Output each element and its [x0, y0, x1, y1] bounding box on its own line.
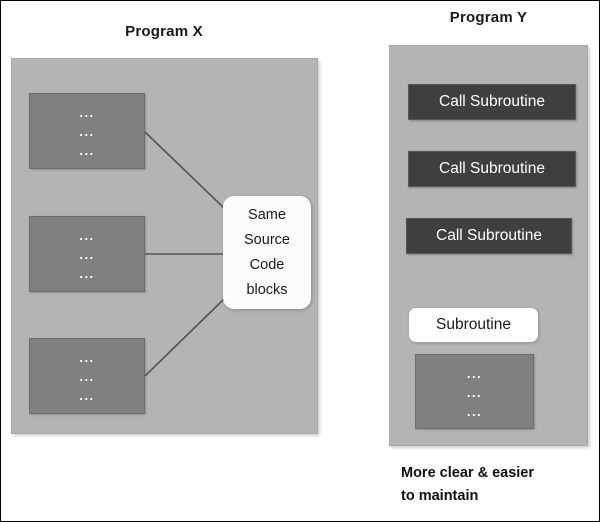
- caption-line-2: to maintain: [401, 488, 479, 504]
- program-y-caption: More clear & easier to maintain: [401, 462, 596, 508]
- callout-line-2: Source: [244, 231, 290, 248]
- dots-row: ...: [79, 368, 95, 384]
- program-x-code-block-1: ... ... ...: [29, 93, 145, 169]
- program-x-code-block-2: ... ... ...: [29, 216, 145, 292]
- program-y-title: Program Y: [449, 9, 528, 26]
- dots-row: ...: [466, 384, 483, 400]
- subroutine-label-box: Subroutine: [409, 308, 538, 342]
- callout-line-1: Same: [248, 206, 286, 223]
- dots-row: ...: [79, 349, 95, 365]
- callout-line-4: blocks: [246, 281, 288, 298]
- dots-row: ...: [79, 123, 95, 139]
- callout-line-3: Code: [249, 256, 285, 273]
- program-x-code-block-3: ... ... ...: [29, 338, 145, 414]
- dots-row: ...: [79, 246, 95, 262]
- call-subroutine-bar-1: Call Subroutine: [408, 84, 576, 120]
- subroutine-body-block: ... ... ...: [415, 354, 534, 429]
- dots-row: ...: [79, 388, 95, 404]
- call-subroutine-bar-3: Call Subroutine: [406, 218, 572, 254]
- dots-row: ...: [466, 365, 483, 381]
- dots-row: ...: [466, 403, 483, 419]
- caption-line-1: More clear & easier: [401, 465, 534, 481]
- dots-row: ...: [79, 143, 95, 159]
- dots-row: ...: [79, 266, 95, 282]
- call-subroutine-bar-2: Call Subroutine: [408, 151, 576, 187]
- dots-row: ...: [79, 104, 95, 120]
- dots-row: ...: [79, 227, 95, 243]
- same-source-code-callout: Same Source Code blocks: [223, 196, 311, 309]
- program-x-title: Program X: [125, 23, 203, 40]
